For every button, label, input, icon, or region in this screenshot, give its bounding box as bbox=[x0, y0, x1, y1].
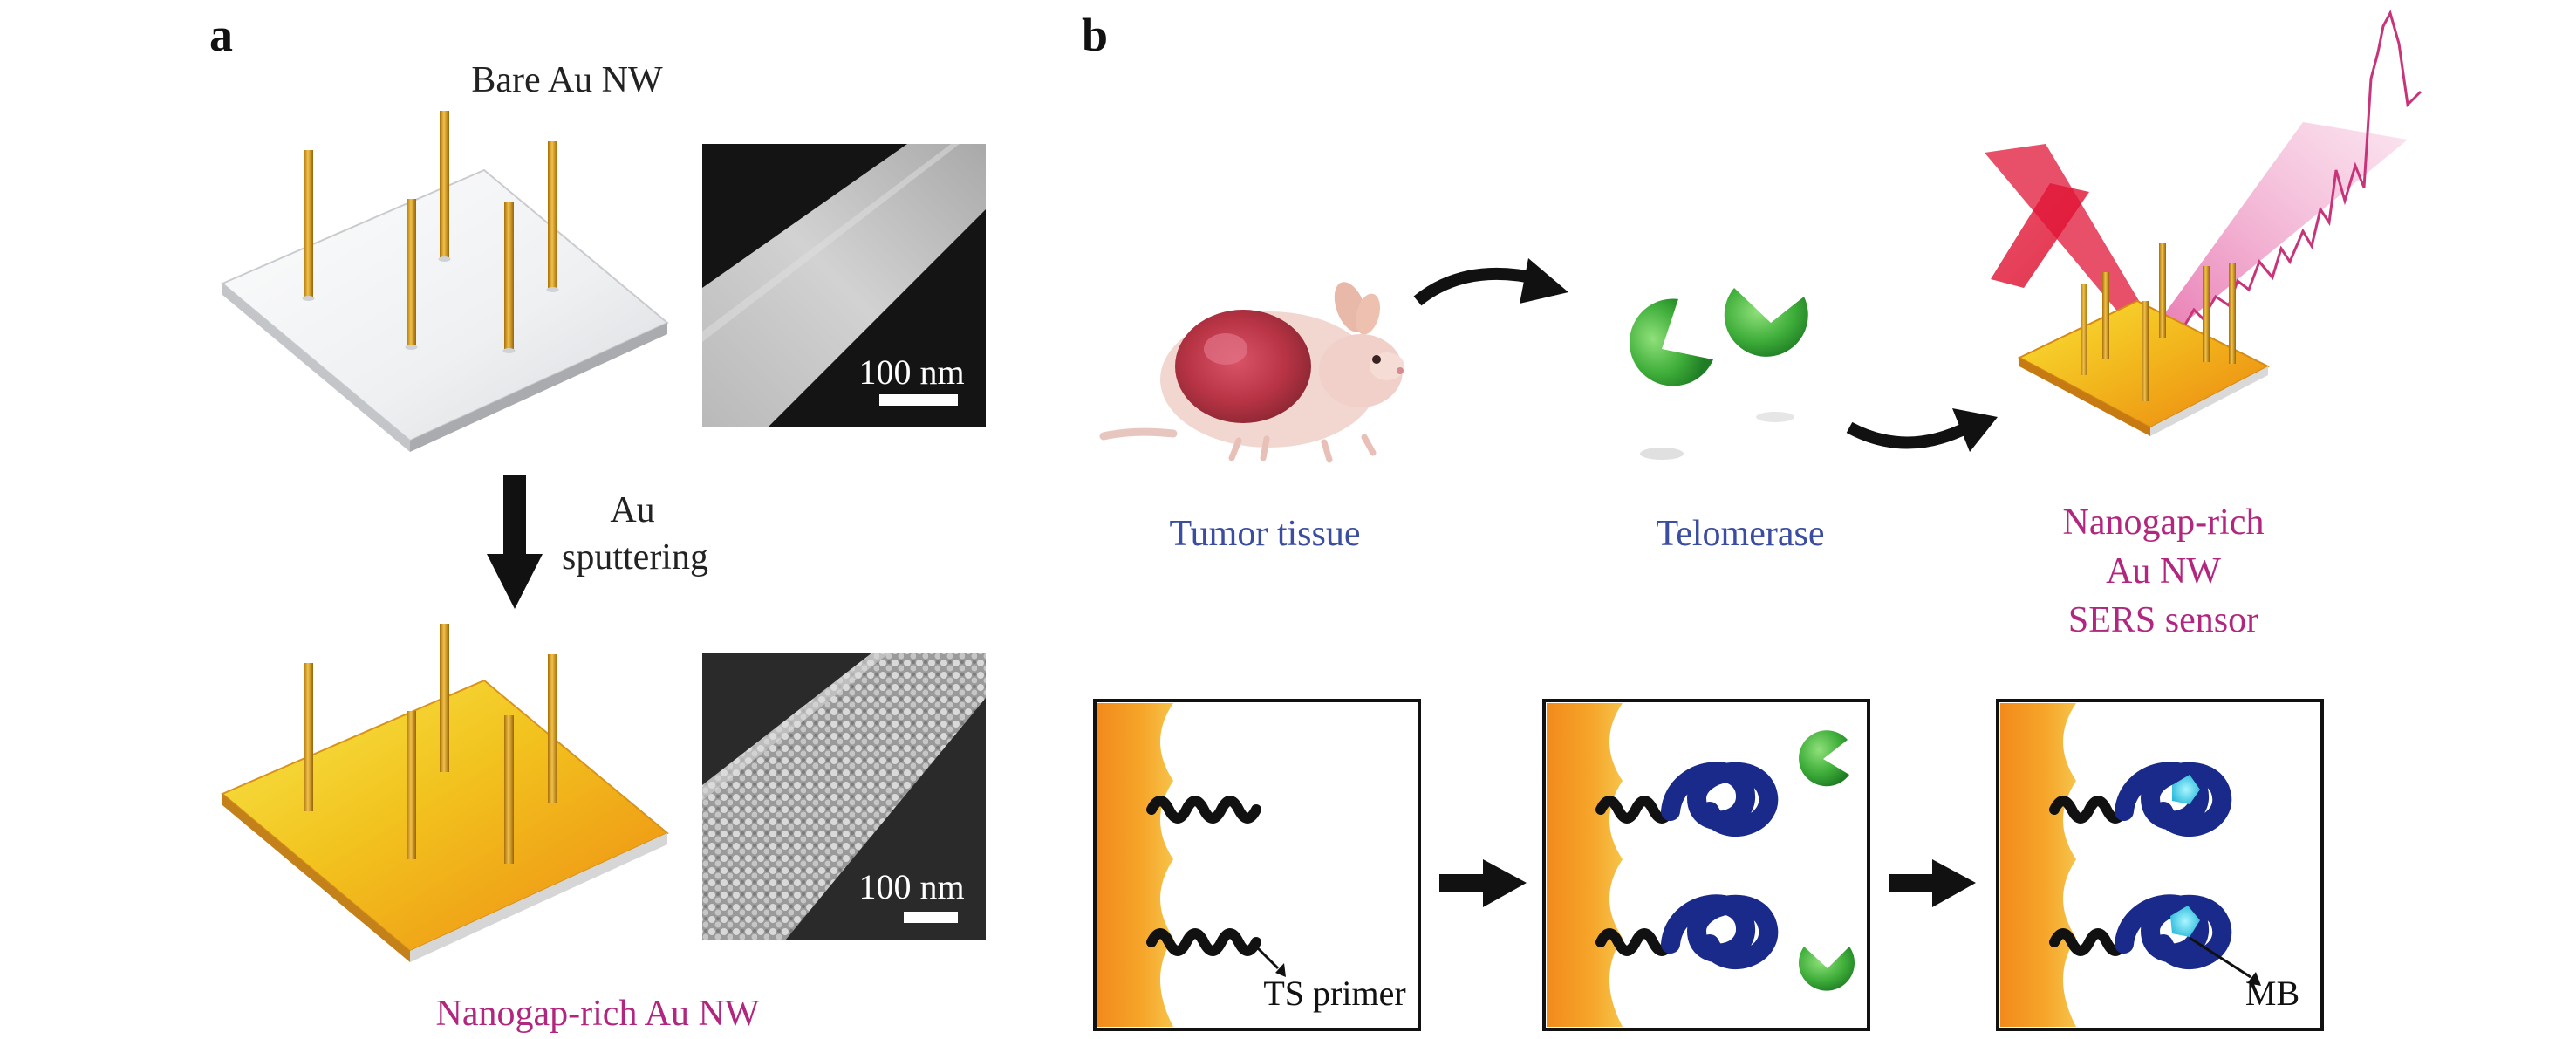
gold-substrate-illustration bbox=[221, 624, 669, 962]
sem-top-scale-label: 100 nm bbox=[858, 352, 964, 392]
sers-sensor-illustration bbox=[1985, 10, 2422, 436]
flow-arrow-2 bbox=[1846, 408, 1998, 452]
mechanism-box-2 bbox=[1542, 699, 1870, 1031]
gold-nanowires-coated bbox=[304, 624, 557, 864]
sensor-label-line-2: Au NW bbox=[2106, 551, 2221, 591]
extended-dna-coil bbox=[1661, 762, 1779, 969]
mb-label: MB bbox=[2245, 974, 2299, 1013]
sensor-label-line-1: Nanogap-rich bbox=[2063, 502, 2265, 543]
au-label: Au bbox=[610, 490, 654, 530]
sem-image-bare: 100 nm bbox=[702, 144, 986, 427]
sensor-label-line-3: SERS sensor bbox=[2068, 600, 2258, 640]
methylene-blue-molecules bbox=[2170, 775, 2200, 937]
sem-top-scale-bar bbox=[879, 394, 958, 406]
sputtering-arrow bbox=[487, 475, 543, 609]
bare-au-nw-title: Bare Au NW bbox=[471, 60, 663, 100]
mechanism-box-3: MB bbox=[1996, 699, 2324, 1031]
step-arrow-1 bbox=[1439, 859, 1527, 907]
panel-a: a Bare Au NW 100 bbox=[209, 9, 986, 1034]
ts-primer-strand bbox=[1146, 796, 1261, 824]
gold-nanowires-bare bbox=[302, 111, 559, 353]
bare-substrate-illustration bbox=[221, 111, 669, 452]
mechanism-box-1: TS primer bbox=[1093, 699, 1421, 1031]
tumor-tissue-label: Tumor tissue bbox=[1169, 514, 1360, 554]
telomerase-illustration bbox=[1630, 288, 1808, 460]
panel-b-label: b bbox=[1082, 9, 1108, 61]
ts-primer-strand-2 bbox=[1146, 928, 1261, 956]
sputtering-label: sputtering bbox=[562, 537, 708, 578]
ts-primer-label: TS primer bbox=[1263, 974, 1405, 1013]
panel-b: b Tumor tissue Telomerase bbox=[1082, 9, 2422, 1031]
nanogap-rich-au-nw-title: Nanogap-rich Au NW bbox=[436, 994, 760, 1034]
telomerase-icon bbox=[1799, 730, 1849, 787]
sem-bottom-scale-label: 100 nm bbox=[858, 867, 964, 906]
sem-image-nanogap: 100 nm bbox=[702, 653, 986, 940]
panel-a-label: a bbox=[209, 9, 233, 61]
sem-bottom-scale-bar bbox=[904, 912, 958, 923]
telomerase-label: Telomerase bbox=[1657, 514, 1825, 554]
telomerase-icon-2 bbox=[1799, 947, 1855, 991]
sensor-nanowires bbox=[2081, 243, 2236, 401]
mouse-illustration bbox=[1099, 282, 1404, 463]
step-arrow-2 bbox=[1889, 859, 1976, 907]
flow-arrow-1 bbox=[1413, 258, 1568, 306]
scattered-light-cone bbox=[2144, 122, 2408, 349]
